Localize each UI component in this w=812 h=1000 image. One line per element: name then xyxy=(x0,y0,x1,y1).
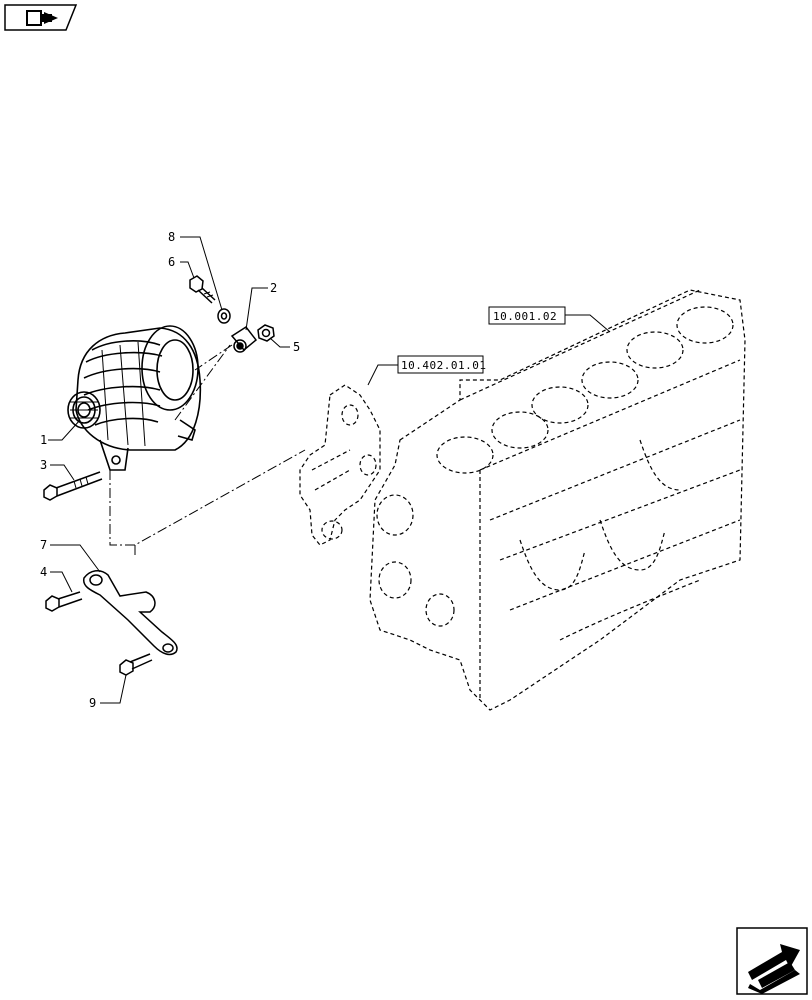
engine-mount-bracket xyxy=(299,384,381,546)
engine-block xyxy=(369,289,746,711)
callout-7: 7 xyxy=(40,538,47,552)
callout-5: 5 xyxy=(293,340,300,354)
callout-4: 4 xyxy=(40,565,47,579)
book-arrow-icon xyxy=(26,10,58,26)
leader-lines xyxy=(48,236,611,704)
washer-8[interactable] xyxy=(217,308,231,324)
alternator[interactable] xyxy=(67,325,202,471)
callout-3: 3 xyxy=(40,458,47,472)
callout-1: 1 xyxy=(40,433,47,447)
callout-9: 9 xyxy=(89,696,96,710)
ref-box-engine-block[interactable]: 10.001.02 xyxy=(488,306,566,325)
bolt-3[interactable] xyxy=(43,471,103,501)
ref-label-bracket: 10.402.01.01 xyxy=(401,359,486,372)
ref-box-bracket[interactable]: 10.402.01.01 xyxy=(397,355,486,374)
ref-label-engine-block: 10.001.02 xyxy=(493,310,557,323)
assembly-lines xyxy=(109,344,306,555)
callout-6: 6 xyxy=(168,255,175,269)
callout-2: 2 xyxy=(270,281,277,295)
top-left-nav-button[interactable] xyxy=(4,4,78,31)
bracket-7[interactable] xyxy=(82,570,178,656)
spacer-2[interactable] xyxy=(230,325,258,353)
nut-5[interactable] xyxy=(257,324,275,342)
bolt-6[interactable] xyxy=(189,275,216,304)
bolt-4[interactable] xyxy=(45,591,83,612)
callout-8: 8 xyxy=(168,230,175,244)
next-page-arrow-icon xyxy=(748,944,800,994)
bolt-9[interactable] xyxy=(119,653,153,676)
next-page-button[interactable] xyxy=(736,927,808,995)
